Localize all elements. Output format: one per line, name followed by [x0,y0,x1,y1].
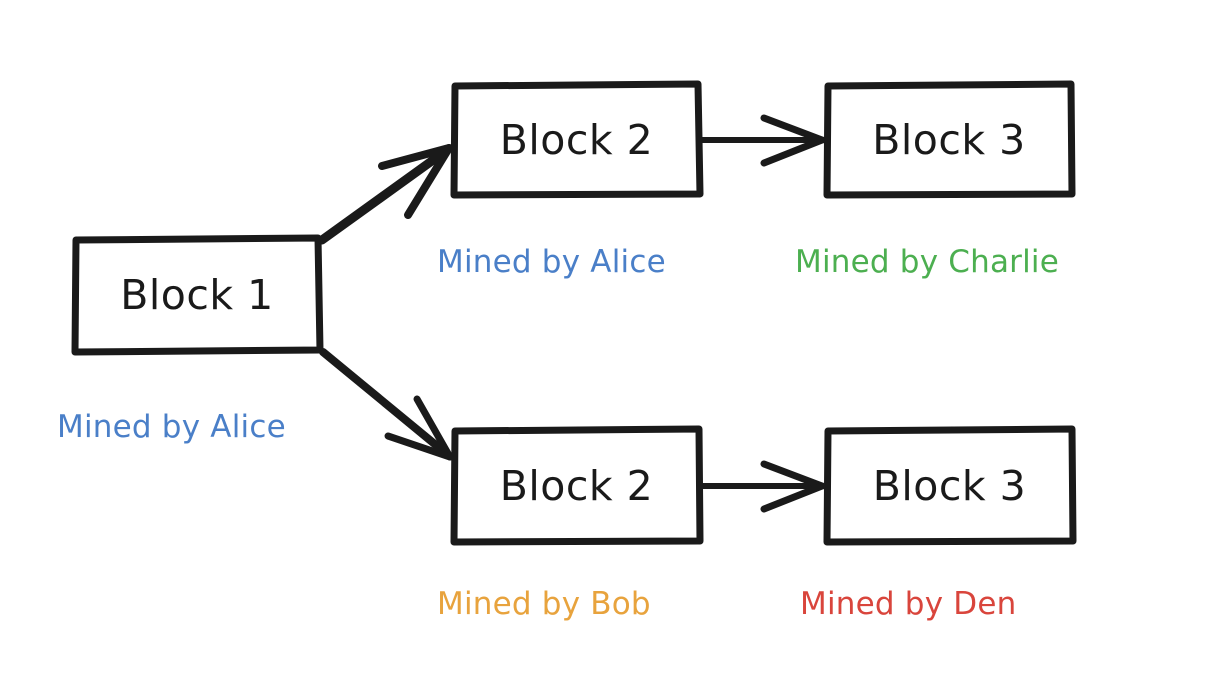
arrow-block1-to-block2-top [317,144,453,245]
arrow-block2-to-block3-top [699,114,826,167]
block-3-top-shape[interactable] [823,80,1076,199]
block-2-bottom-shape[interactable] [450,425,704,546]
block-2-top-shape[interactable] [450,80,704,199]
block-3-bottom-shape[interactable] [823,425,1077,546]
arrow-block1-to-block2-bottom [319,348,454,461]
arrow-block2-to-block3-bottom [699,460,826,513]
block-1-shape[interactable] [71,234,324,356]
